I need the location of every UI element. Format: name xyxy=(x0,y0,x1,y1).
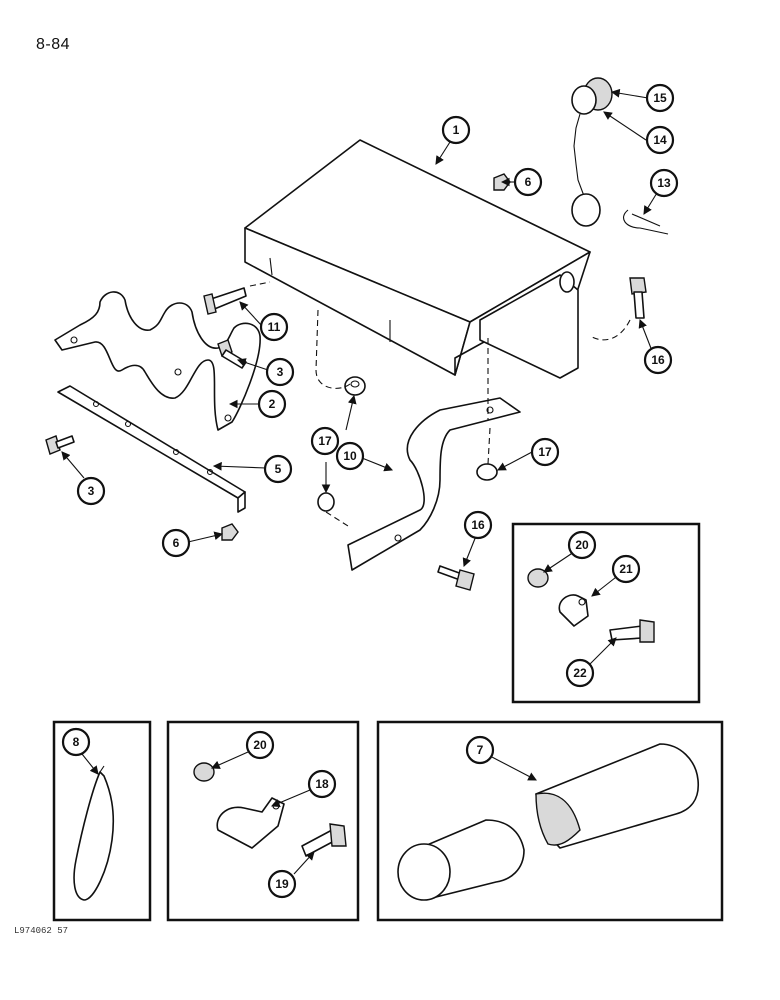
callout-3-lower: 3 xyxy=(76,476,106,506)
callout-2: 2 xyxy=(257,389,287,419)
spacer-part-17-mid xyxy=(476,463,498,481)
callout-10: 10 xyxy=(335,441,365,471)
svg-text:1: 1 xyxy=(453,123,460,137)
svg-text:2: 2 xyxy=(269,397,276,411)
cover-part-1 xyxy=(244,139,591,379)
leader-lines xyxy=(61,88,661,875)
svg-text:10: 10 xyxy=(343,449,357,463)
cap-part-14-15 xyxy=(571,77,613,227)
sleeve-part-7 xyxy=(397,743,700,901)
bolt-part-16-upper xyxy=(629,277,647,319)
tie-strap-part-8 xyxy=(73,765,115,901)
callout-17-right: 17 xyxy=(530,437,560,467)
callout-3-upper: 3 xyxy=(265,357,295,387)
nut-part-20-inset-right xyxy=(527,568,549,588)
callout-20-center: 20 xyxy=(245,730,275,760)
callout-21: 21 xyxy=(611,554,641,584)
svg-text:8: 8 xyxy=(73,735,80,749)
bolt-part-16-lower xyxy=(437,565,475,591)
svg-text:7: 7 xyxy=(477,743,484,757)
bolt-part-22 xyxy=(609,619,655,643)
clip-part-13 xyxy=(623,209,669,235)
inset-panel-sleeve xyxy=(376,720,724,922)
clip-part-21 xyxy=(558,594,589,627)
callout-16-lower: 16 xyxy=(463,510,493,540)
svg-text:17: 17 xyxy=(538,445,552,459)
svg-text:19: 19 xyxy=(275,877,289,891)
svg-text:11: 11 xyxy=(268,320,281,334)
callout-16-upper: 16 xyxy=(643,345,673,375)
callout-1: 1 xyxy=(441,115,471,145)
callout-6-lower: 6 xyxy=(161,528,191,558)
callout-11: 11 xyxy=(259,312,289,342)
page-number: 8-84 xyxy=(36,36,71,53)
nut-part-6-lower xyxy=(221,523,239,541)
svg-text:22: 22 xyxy=(573,666,587,680)
svg-text:15: 15 xyxy=(653,91,667,105)
callout-20-inset: 20 xyxy=(567,530,597,560)
inset-panel-clip-assembly xyxy=(511,522,701,704)
svg-text:16: 16 xyxy=(651,353,665,367)
callout-22: 22 xyxy=(565,658,595,688)
callout-17-upper: 17 xyxy=(310,426,340,456)
svg-text:18: 18 xyxy=(315,777,329,791)
svg-text:3: 3 xyxy=(277,365,284,379)
callout-14: 14 xyxy=(645,125,675,155)
svg-text:13: 13 xyxy=(657,176,671,190)
svg-text:21: 21 xyxy=(619,562,633,576)
figure-code: L974062 57 xyxy=(14,926,69,936)
bolt-part-3-lower xyxy=(45,435,75,455)
bolt-part-11 xyxy=(203,287,247,315)
callout-6-upper: 6 xyxy=(513,167,543,197)
svg-text:14: 14 xyxy=(653,133,667,147)
callout-15: 15 xyxy=(645,83,675,113)
inset-panel-tie-strap xyxy=(52,720,152,922)
callout-19: 19 xyxy=(267,869,297,899)
callout-13: 13 xyxy=(649,168,679,198)
svg-text:3: 3 xyxy=(88,484,95,498)
spacer-part-17-upper xyxy=(344,376,366,396)
callout-8: 8 xyxy=(61,727,91,757)
svg-text:16: 16 xyxy=(471,518,485,532)
spacer-part-17-lower xyxy=(317,492,335,512)
svg-text:5: 5 xyxy=(275,462,282,476)
svg-text:20: 20 xyxy=(253,738,267,752)
callout-18: 18 xyxy=(307,769,337,799)
bar-part-5 xyxy=(57,385,246,513)
inset-panel-clamp-assembly xyxy=(166,720,360,922)
callout-5: 5 xyxy=(263,454,293,484)
svg-text:6: 6 xyxy=(525,175,532,189)
callout-7: 7 xyxy=(465,735,495,765)
svg-text:17: 17 xyxy=(318,434,332,448)
bolt-part-19 xyxy=(301,823,347,857)
nut-part-20-inset-center xyxy=(193,762,215,782)
alignment-lines xyxy=(249,281,631,527)
bracket-part-10 xyxy=(347,397,521,571)
svg-text:20: 20 xyxy=(575,538,589,552)
strap-part-2 xyxy=(54,291,261,431)
svg-text:6: 6 xyxy=(173,536,180,550)
